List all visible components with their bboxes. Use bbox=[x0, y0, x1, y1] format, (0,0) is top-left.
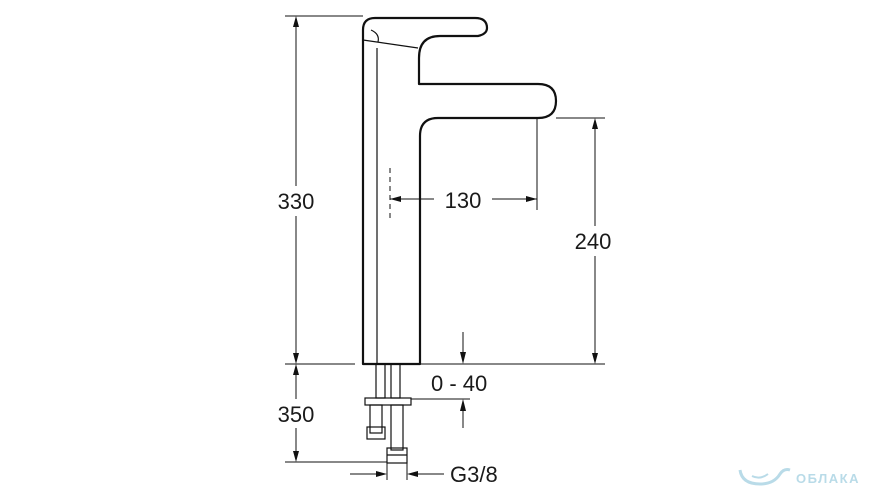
dim-330: 330 bbox=[278, 15, 363, 365]
watermark: ОБЛАКА bbox=[738, 468, 860, 486]
dim-0-40: 0 - 40 bbox=[411, 332, 487, 428]
watermark-text: ОБЛАКА bbox=[796, 471, 860, 486]
dim-g38-label: G3/8 bbox=[450, 462, 498, 487]
supply-connections bbox=[364, 363, 412, 464]
stud-left bbox=[375, 363, 386, 399]
dim-g38: G3/8 bbox=[350, 462, 498, 487]
mounting-plate bbox=[364, 397, 412, 406]
hose-left bbox=[369, 404, 383, 434]
dim-350-label: 350 bbox=[278, 402, 315, 427]
dim-240-label: 240 bbox=[575, 229, 612, 254]
dim-130: 130 bbox=[389, 118, 538, 220]
dim-130-label: 130 bbox=[445, 188, 482, 213]
dim-240: 240 bbox=[420, 117, 612, 365]
nut-left bbox=[366, 426, 386, 440]
dim-350: 350 bbox=[278, 364, 387, 463]
cloud-logo-icon bbox=[738, 468, 791, 486]
faucet-body bbox=[361, 16, 558, 366]
dim-330-label: 330 bbox=[278, 189, 315, 214]
lever-joint-line bbox=[362, 39, 419, 49]
stud-right bbox=[390, 363, 401, 399]
faucet-outline bbox=[361, 16, 558, 366]
hose-right bbox=[390, 404, 404, 451]
lever-joint-detail bbox=[370, 29, 379, 43]
cloud-logo-swirl-icon bbox=[751, 473, 769, 479]
dim-0-40-label: 0 - 40 bbox=[431, 371, 487, 396]
